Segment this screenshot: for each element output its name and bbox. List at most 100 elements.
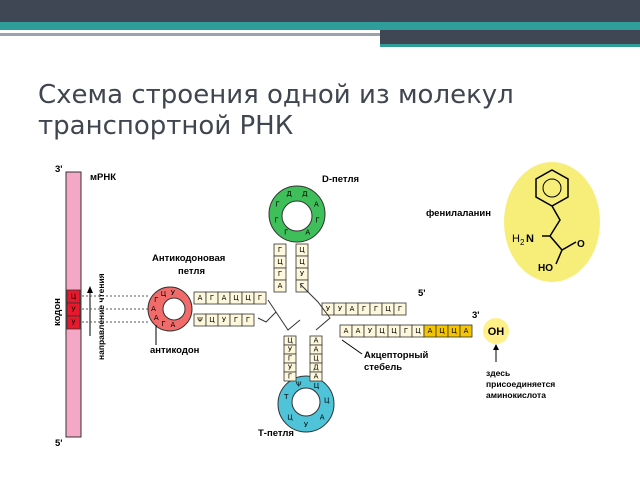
- codon-nucleotide: Ц: [66, 289, 81, 304]
- acceptor-tail-nucleotide: Ц: [435, 324, 449, 338]
- acceptor-stem-nucleotide: У: [333, 302, 347, 316]
- t-stem-nucleotide-letter: Ц: [287, 337, 293, 345]
- acceptor-stem-nucleotide-letter: У: [338, 305, 343, 313]
- anticodon-stem-nucleotide: А: [217, 291, 231, 305]
- t-stem-nucleotide: У: [283, 362, 297, 373]
- d-loop-nucleotide: Г: [274, 216, 278, 224]
- anticodon-loop-label-2: петля: [178, 266, 205, 277]
- t-loop-nucleotide: У: [304, 421, 309, 429]
- t-loop-nucleotide: Ψ: [296, 380, 302, 388]
- t-stem-nucleotide-letter: А: [314, 337, 319, 345]
- t-stem-nucleotide-letter: Д: [313, 364, 319, 372]
- top-banner-right: [380, 30, 640, 44]
- d-stem-nucleotide-box: [273, 279, 287, 293]
- acceptor-stem-nucleotide-letter: Г: [404, 327, 408, 335]
- anticodon-stem-nucleotide: А: [193, 291, 207, 305]
- acceptor-stem-label-1: Акцепторный: [364, 350, 428, 361]
- anticodon-stem-nucleotide-letter: Г: [258, 294, 262, 302]
- acceptor-stem-nucleotide: А: [345, 302, 359, 316]
- t-stem-nucleotide-letter: Г: [288, 355, 292, 363]
- acceptor-stem-nucleotide-letter: Ц: [379, 327, 385, 335]
- t-loop-nucleotide: Ц: [314, 382, 320, 390]
- anticodon-stem-nucleotide-letter: Г: [210, 294, 214, 302]
- anticodon-stem-nucleotide: Ц: [205, 313, 219, 327]
- attach-label-2: присоединяется: [486, 379, 555, 389]
- anticodon-stem-nucleotide: Ц: [241, 291, 255, 305]
- d-loop-nucleotide: Г: [315, 216, 319, 224]
- t-stem-nucleotide: Г: [283, 353, 297, 364]
- acceptor-stem-nucleotide: А: [339, 324, 353, 338]
- d-stem-nucleotide-letter: Г: [278, 246, 282, 254]
- top-banner-teal: [0, 22, 640, 30]
- acceptor-stem-nucleotide-letter: Г: [398, 305, 402, 313]
- d-loop-nucleotide: А: [314, 201, 319, 209]
- acceptor-stem-nucleotide-letter: Г: [362, 305, 366, 313]
- anticodon-stem-nucleotide-box: [253, 291, 267, 305]
- d-loop-nucleotide: Г: [275, 201, 279, 209]
- attach-arrowhead: [493, 344, 499, 350]
- d-stem-nucleotide: Г: [273, 267, 287, 281]
- attach-label-1: здесь: [486, 368, 510, 378]
- anticodon-stem-nucleotide: Г: [229, 313, 243, 327]
- anticodon-loop-nucleotide: А: [154, 314, 159, 322]
- slide-title-line2: транспортной РНК: [38, 111, 294, 141]
- anticodon-stem-nucleotide-letter: Ψ: [197, 316, 203, 324]
- acceptor-tail-nucleotide: А: [423, 324, 437, 338]
- t-loop-nucleotide: А: [320, 413, 325, 421]
- mrna-five-prime: 5': [55, 438, 63, 449]
- t-stem-nucleotide-box: [309, 371, 323, 382]
- t-stem-nucleotide: Д: [309, 362, 323, 373]
- t-stem-nucleotide-letter: Г: [288, 373, 292, 381]
- d-loop-nucleotide: А: [305, 229, 310, 237]
- acceptor-stem-nucleotide: Г: [399, 324, 413, 338]
- anticodon-loop-nucleotide: А: [170, 321, 175, 329]
- codon-cells: ЦУУ: [66, 289, 81, 330]
- side-chain: [542, 205, 577, 265]
- t-stem-nucleotide-letter: У: [288, 364, 293, 372]
- amine-n: N: [526, 233, 534, 245]
- anticodon-stem-nucleotide-letter: Ц: [209, 316, 215, 324]
- acceptor-stem-label-2: стебель: [364, 362, 402, 373]
- acceptor-stem-nucleotide: Ц: [411, 324, 425, 338]
- anticodon-loop-nucleotide: Г: [154, 296, 158, 304]
- codon-nucleotide: У: [66, 315, 81, 330]
- acceptor-tail-nucleotide: А: [459, 324, 473, 338]
- acceptor-stem-nucleotide: Ц: [375, 324, 389, 338]
- anticodon-loop-nucleotide: Г: [161, 320, 165, 328]
- d-stem-nucleotide: А: [273, 279, 287, 293]
- anticodon-stem-nucleotide-letter: Г: [234, 316, 238, 324]
- d-stem-nucleotide-letter: У: [300, 270, 305, 278]
- t-stem-nucleotide-box: [283, 371, 297, 382]
- acceptor-stem-nucleotide-letter: А: [350, 305, 355, 313]
- d-loop-nucleotide: Г: [284, 229, 288, 237]
- codon-nucleotide: У: [66, 302, 81, 317]
- codon-nucleotide-letter: Ц: [71, 293, 77, 301]
- junction-backbone: [257, 283, 331, 331]
- slide-title: Схема строения одной из молекул транспор…: [38, 80, 638, 142]
- acceptor-stem-nucleotide: Ц: [387, 324, 401, 338]
- acceptor-stem-nucleotide: У: [363, 324, 377, 338]
- acceptor-stem-nucleotide-letter: У: [326, 305, 331, 313]
- anticodon-stem-nucleotide: Ψ: [193, 313, 207, 327]
- acceptor-stem-nucleotide-letter: У: [368, 327, 373, 335]
- d-stem-nucleotide-letter: А: [278, 282, 283, 290]
- anticodon-label: антикодон: [150, 345, 200, 356]
- d-stem-nucleotide: Ц: [295, 255, 309, 269]
- anticodon-stem-nucleotide-letter: А: [198, 294, 203, 302]
- d-loop-nucleotide: Д: [302, 190, 308, 198]
- t-stem-nucleotide: А: [309, 335, 323, 346]
- top-banner-dark: [0, 0, 640, 22]
- mrna-label: мРНК: [90, 172, 116, 183]
- t-stem-nucleotide-letter: У: [288, 346, 293, 354]
- reading-direction-label: направление чтения: [96, 273, 106, 360]
- anticodon-stem-nucleotide-letter: Ц: [233, 294, 239, 302]
- d-stem-nucleotide-letter: Ц: [299, 246, 305, 254]
- phenylalanine-circle: [504, 162, 600, 282]
- d-stem-nucleotide: У: [295, 267, 309, 281]
- anticodon-loop-nucleotide: Ц: [161, 290, 167, 298]
- attach-label-3: аминокислота: [486, 390, 546, 400]
